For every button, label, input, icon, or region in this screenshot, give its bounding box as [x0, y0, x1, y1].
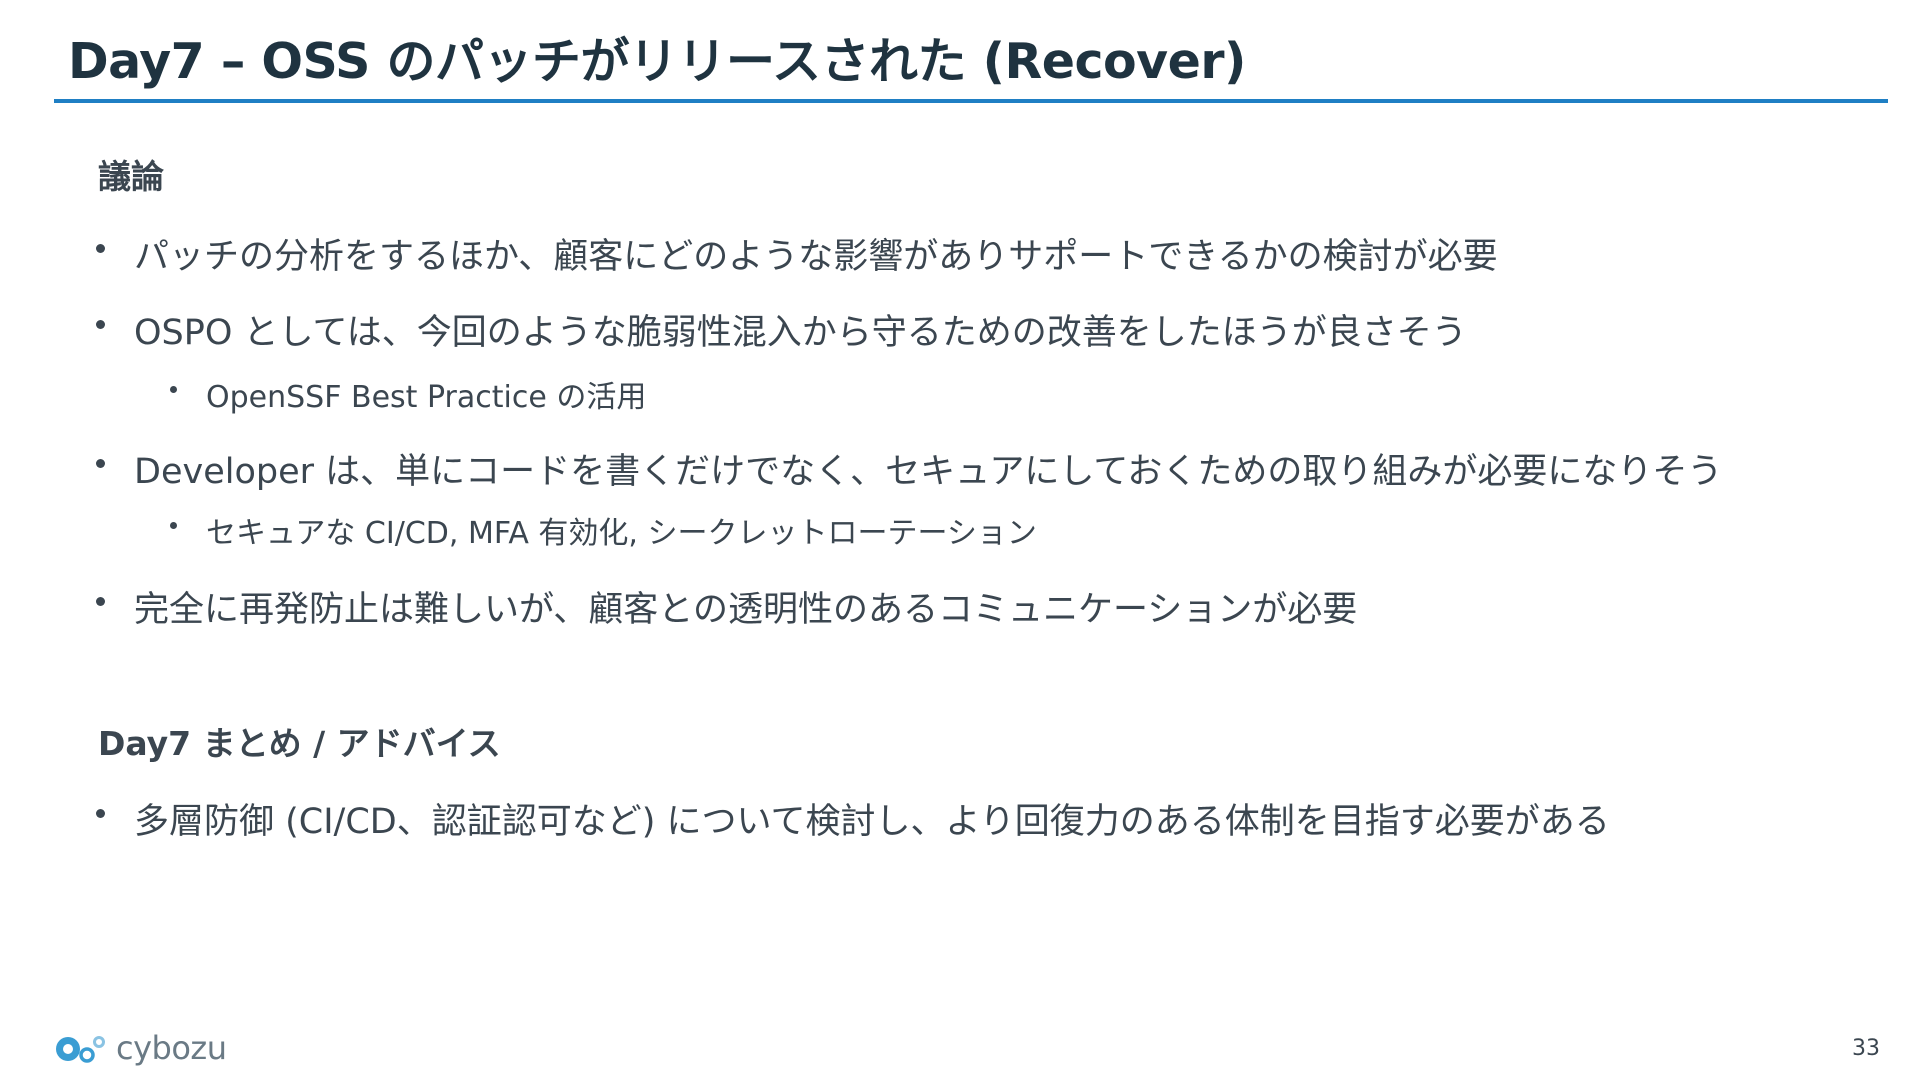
page-number: 33 [1852, 1036, 1880, 1061]
cybozu-logo-icon [56, 1036, 105, 1063]
list-item-text: OpenSSF Best Practice の活用 [206, 380, 647, 415]
bullet-icon [96, 459, 105, 468]
bullet-icon [96, 320, 105, 329]
bullet-icon [96, 244, 105, 253]
list-item-text: Developer は、単にコードを書くだけでなく、セキュアにしておくための取り… [134, 452, 1723, 492]
bullet-icon [96, 809, 105, 818]
list-item-text: OSPO としては、今回のような脆弱性混入から守るための改善をしたほうが良さそう [134, 313, 1467, 353]
list-item-text: セキュアな CI/CD, MFA 有効化, シークレットローテーション [206, 516, 1037, 551]
list-item-text: パッチの分析をするほか、顧客にどのような影響がありサポートできるかの検討が必要 [134, 237, 1498, 277]
slide-title: Day7 – OSS のパッチがリリースされた (Recover) [68, 33, 1246, 90]
list-item-text: 完全に再発防止は難しいが、顧客との透明性のあるコミュニケーションが必要 [134, 590, 1358, 630]
logo-text: cybozu [116, 1029, 227, 1067]
cybozu-logo: cybozu [54, 1028, 227, 1068]
bullet-icon [170, 386, 177, 393]
bullet-icon [96, 597, 105, 606]
discussion-heading: 議論 [98, 157, 164, 196]
title-underline [54, 99, 1888, 103]
bullet-icon [170, 522, 177, 529]
summary-heading: Day7 まとめ / アドバイス [98, 724, 501, 763]
list-item-text: 多層防御 (CI/CD、認証認可など) について検討し、より回復力のある体制を目… [134, 802, 1610, 842]
